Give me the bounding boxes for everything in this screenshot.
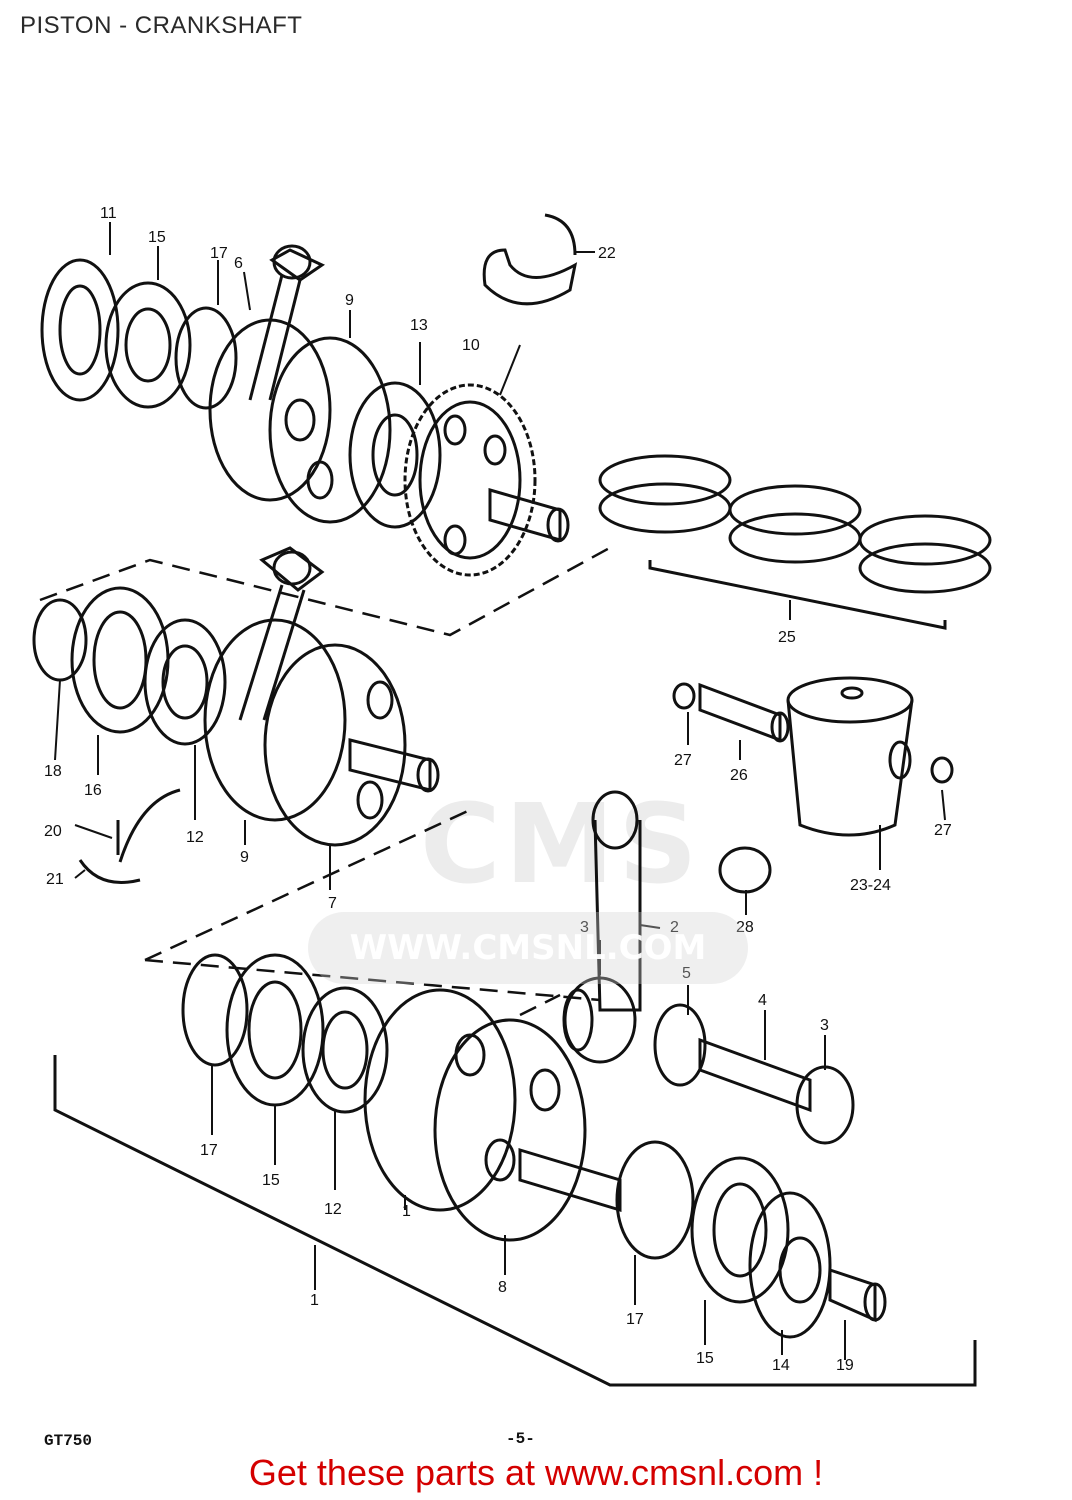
callout-20: 20 bbox=[44, 823, 62, 840]
callout-26: 26 bbox=[730, 767, 748, 784]
crank-web-8 bbox=[433, 1018, 587, 1242]
callout-15: 15 bbox=[148, 229, 166, 246]
callout-19: 19 bbox=[836, 1357, 854, 1374]
callout-labels: 11 15 17 6 9 13 10 22 25 27 26 27 23-24 … bbox=[44, 205, 952, 1374]
callout-3-top: 3 bbox=[580, 919, 589, 936]
conrod-2 bbox=[591, 790, 639, 850]
crank-pin-4 bbox=[698, 1037, 812, 1113]
circlip-27-left bbox=[672, 682, 696, 710]
thrust-washer-22 bbox=[482, 248, 578, 306]
callout-1: 1 bbox=[310, 1292, 319, 1309]
callout-8: 8 bbox=[498, 1279, 507, 1296]
seal-14 bbox=[748, 1191, 832, 1339]
piston-assembly bbox=[672, 676, 954, 837]
assembly-lines bbox=[39, 543, 616, 1017]
ring-17-right bbox=[615, 1140, 695, 1260]
ring-17 bbox=[174, 306, 238, 410]
callout-18: 18 bbox=[44, 763, 62, 780]
ring-17-bottom bbox=[181, 953, 249, 1067]
callout-11: 11 bbox=[100, 205, 117, 222]
bearing-13 bbox=[348, 381, 442, 529]
callout-10: 10 bbox=[462, 337, 480, 354]
top-crank-assembly bbox=[40, 213, 578, 577]
callout-23-24: 23-24 bbox=[850, 877, 891, 894]
needle-bearing-5 bbox=[653, 1003, 707, 1087]
gear-10 bbox=[403, 383, 537, 577]
callout-9: 9 bbox=[345, 292, 354, 309]
callout-12: 12 bbox=[186, 829, 204, 846]
callout-7: 7 bbox=[328, 895, 337, 912]
callout-21: 21 bbox=[46, 871, 64, 888]
bearing-16 bbox=[70, 586, 170, 734]
piston-pin-26 bbox=[698, 682, 782, 743]
callout-4: 4 bbox=[758, 992, 767, 1009]
callout-16: 16 bbox=[84, 782, 102, 799]
conrod-mid bbox=[259, 546, 325, 592]
conrod-top-6 bbox=[269, 248, 326, 282]
callout-9-mid: 9 bbox=[240, 849, 249, 866]
bottom-crank-assembly bbox=[53, 953, 977, 1387]
callout-17-bottom: 17 bbox=[200, 1142, 218, 1159]
callout-12-bottom: 12 bbox=[324, 1201, 342, 1218]
seal-12-bottom bbox=[301, 986, 389, 1114]
callout-5: 5 bbox=[682, 965, 691, 982]
callout-15-right: 15 bbox=[696, 1350, 714, 1367]
bearing-15 bbox=[104, 281, 192, 409]
page-number: -5- bbox=[506, 1430, 535, 1448]
footer-cta-link[interactable]: Get these parts at www.cmsnl.com ! bbox=[248, 1452, 824, 1493]
crank-web-9-mid bbox=[203, 618, 347, 822]
callout-13: 13 bbox=[410, 317, 428, 334]
callout-14: 14 bbox=[772, 1357, 790, 1374]
callout-15-bottom: 15 bbox=[262, 1172, 280, 1189]
callout-2: 2 bbox=[670, 919, 679, 936]
callout-27-left: 27 bbox=[674, 752, 692, 769]
callout-3-right: 3 bbox=[820, 1017, 829, 1034]
callout-1-web: 1 bbox=[402, 1203, 411, 1220]
crank-web-1 bbox=[363, 988, 517, 1212]
needle-bearing-28 bbox=[718, 846, 772, 894]
oil-seal-11 bbox=[40, 258, 120, 402]
middle-crank-assembly bbox=[32, 546, 440, 884]
seal-12 bbox=[143, 618, 227, 746]
washer-3-left bbox=[562, 988, 594, 1052]
callout-17: 17 bbox=[210, 245, 228, 262]
watermark-url: WWW.CMSNL.COM bbox=[308, 912, 748, 984]
model-code: GT750 bbox=[44, 1432, 93, 1450]
leader-lines bbox=[54, 222, 946, 1360]
piston-23-24 bbox=[786, 676, 914, 724]
circlip-27-right bbox=[930, 756, 954, 784]
callout-17-right: 17 bbox=[626, 1311, 644, 1328]
washer-18 bbox=[32, 598, 88, 682]
callout-28: 28 bbox=[736, 919, 754, 936]
callout-6: 6 bbox=[234, 255, 243, 272]
page-title: PISTON - CRANKSHAFT bbox=[20, 12, 303, 39]
watermark-brand: CMS bbox=[420, 780, 702, 908]
shaft-bottom bbox=[518, 1147, 622, 1213]
bearing-15-right bbox=[690, 1156, 790, 1304]
callout-22: 22 bbox=[598, 245, 616, 262]
piston-rings-25 bbox=[598, 454, 992, 630]
callout-25: 25 bbox=[778, 629, 796, 646]
key-21 bbox=[118, 788, 181, 863]
callout-27-right: 27 bbox=[934, 822, 952, 839]
washer-3 bbox=[795, 1065, 855, 1145]
